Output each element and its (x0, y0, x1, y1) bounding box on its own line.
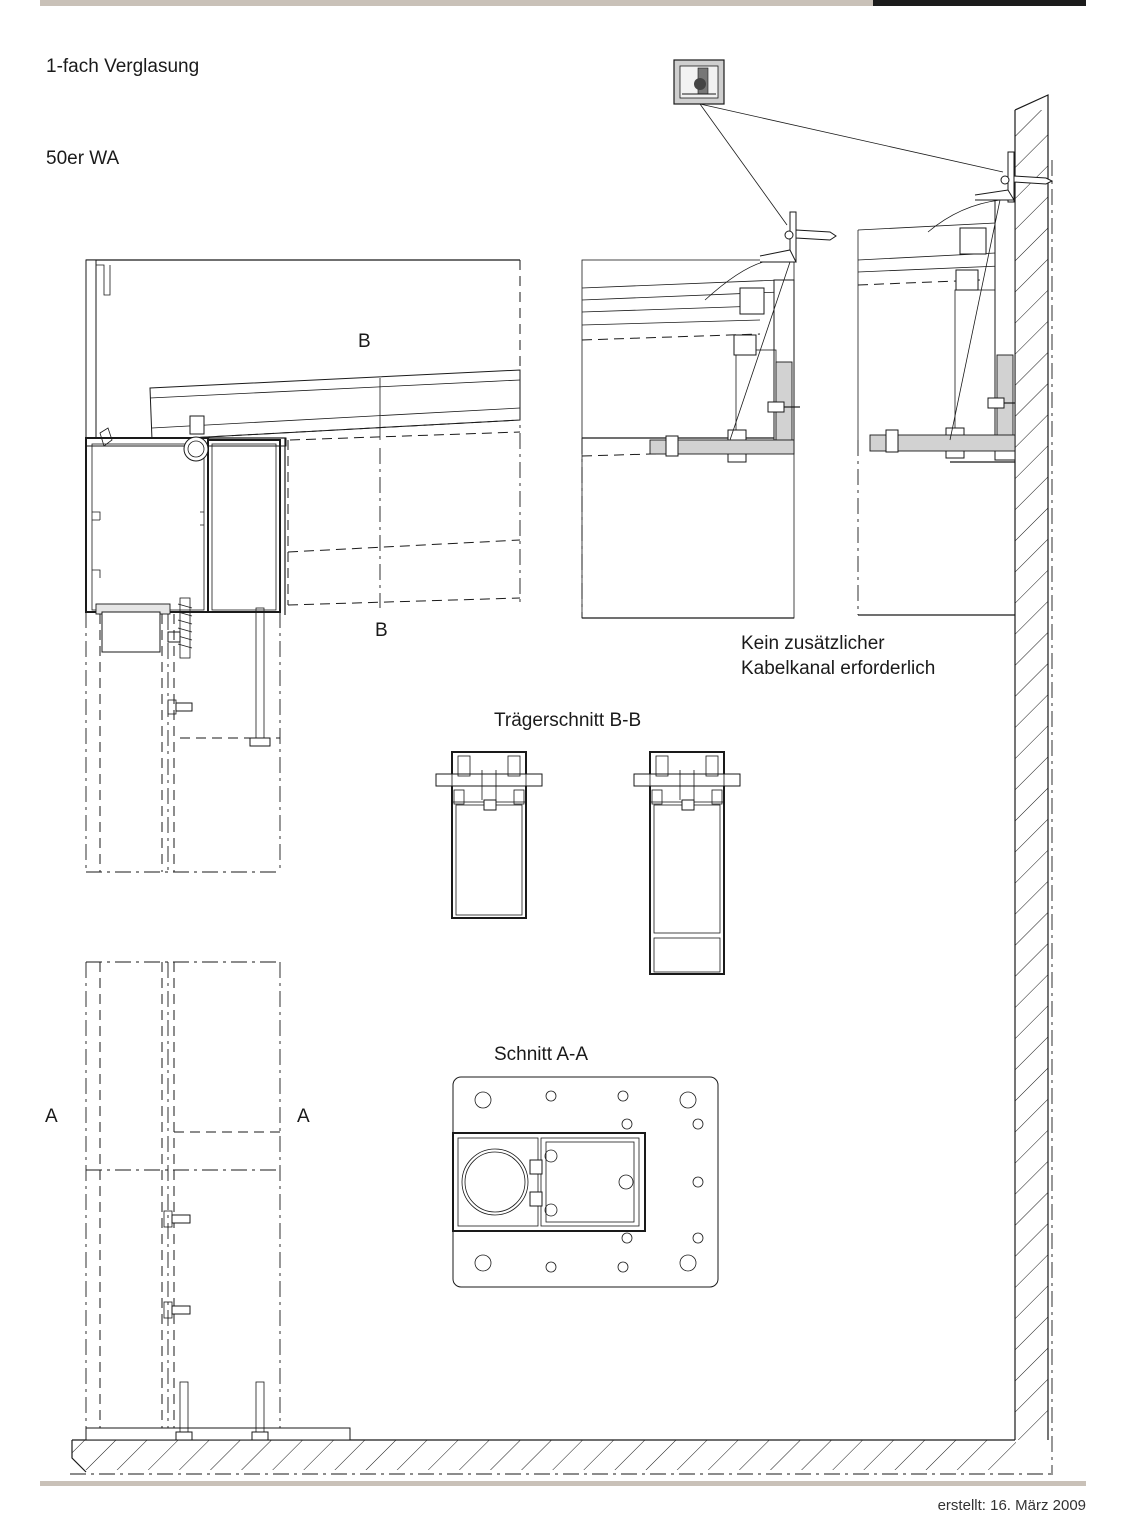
footer-bar (40, 1481, 1086, 1486)
detail-right (857, 151, 1054, 616)
profile-label: 50er WA (46, 148, 120, 169)
header-bar-light (40, 0, 873, 6)
floor-hatched (70, 1427, 1052, 1475)
column-lower (85, 961, 281, 1441)
header-bar-dark (873, 0, 1086, 6)
note-line-1: Kein zusätzlicher (741, 633, 885, 654)
beam-section-title: Trägerschnitt B-B (494, 710, 642, 731)
section-a-a-plan (452, 1076, 719, 1288)
glazing-label: 1-fach Verglasung (46, 56, 200, 77)
section-a-left-marker: A (45, 1106, 58, 1127)
main-elevation (85, 259, 521, 873)
beam-section-2 (633, 751, 741, 975)
detail-middle (581, 211, 837, 619)
section-b-bottom-marker: B (375, 620, 388, 641)
section-b-top-marker: B (358, 331, 371, 352)
section-a-title: Schnitt A-A (494, 1044, 588, 1065)
detail-callout (673, 59, 1004, 226)
wall-hatched (1014, 94, 1053, 1475)
note-line-2: Kabelkanal erforderlich (741, 658, 936, 679)
footer-date: erstellt: 16. März 2009 (937, 1497, 1086, 1514)
section-a-right-marker: A (297, 1106, 310, 1127)
beam-section-1 (435, 751, 543, 919)
